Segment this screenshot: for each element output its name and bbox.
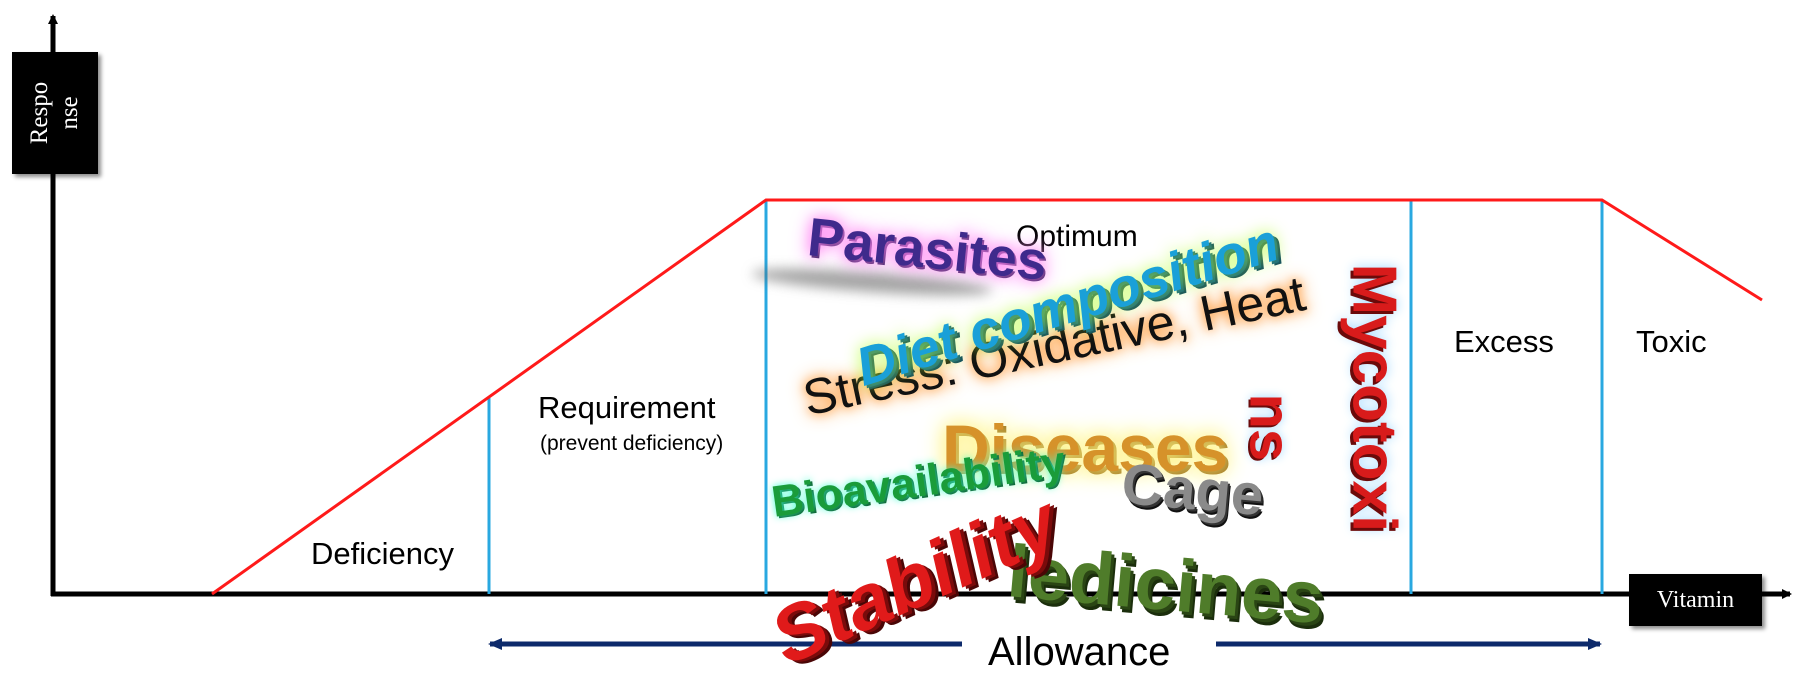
response-curve [211,198,1763,596]
factor-cage: Cage [1119,451,1267,529]
zone-label-deficiency: Deficiency [311,536,454,571]
zone-label-optimum: Optimum [1016,220,1138,253]
y-axis-label: Respo nse [12,52,98,174]
factor-mycotoxi: Mycotoxi [1339,263,1409,533]
zone-label-requirement-note: (prevent deficiency) [540,432,724,455]
factor-diseases: Diseases [942,411,1229,485]
zone-label-excess: Excess [1454,324,1554,359]
y-axis-label-text: Respo nse [26,81,83,145]
allowance-label: Allowance [988,630,1171,674]
factor-ns: ns [1237,393,1303,462]
x-axis-label: Vitamin [1629,574,1762,626]
zone-label-requirement: Requirement [538,390,716,425]
zone-label-toxic: Toxic [1636,324,1707,359]
